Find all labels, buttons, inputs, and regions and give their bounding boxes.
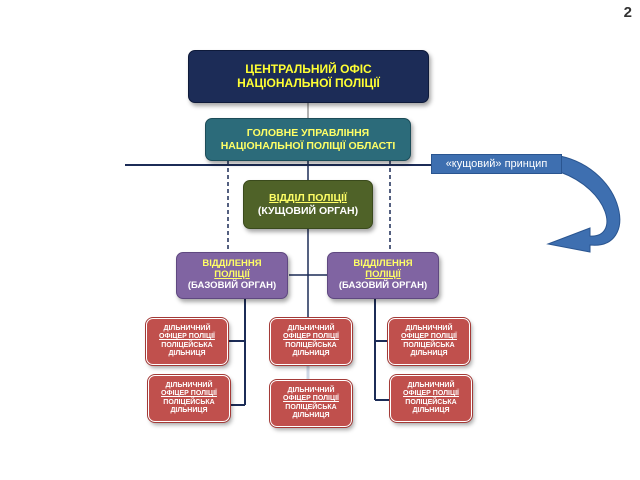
officer-line2: ОФІЦЕР ПОЛІЦІЇ	[403, 390, 459, 398]
police-department-box: ВІДДІЛ ПОЛІЦІЇ (КУЩОВИЙ ОРГАН)	[243, 180, 373, 229]
officer-line1: ДІЛЬНИЧНИЙ	[287, 387, 335, 395]
officer-line4: ДІЛЬНИЦЯ	[412, 406, 450, 414]
division-line3: (БАЗОВИЙ ОРГАН)	[338, 279, 428, 291]
division-line1: ВІДДІЛЕННЯ	[353, 258, 413, 270]
officer-line3: ПОЛІЦЕЙСЬКА	[403, 341, 455, 349]
central-office-box: ЦЕНТРАЛЬНИЙ ОФІС НАЦІОНАЛЬНОЇ ПОЛІЦІЇ	[188, 50, 429, 103]
officer-box: ДІЛЬНИЧНИЙ ОФІЦЕР ПОЛІЦІЇ ПОЛІЦЕЙСЬКА ДІ…	[387, 317, 471, 366]
officer-line1: ДІЛЬНИЧНИЙ	[407, 382, 455, 390]
officer-line3: ПОЛІЦЕЙСЬКА	[285, 341, 337, 349]
curved-arrow-icon	[546, 155, 621, 253]
bush-principle-label: «кущовий» принцип	[431, 154, 562, 174]
officer-box: ДІЛЬНИЧНИЙ ОФІЦЕР ПОЛІЦІЇ ПОЛІЦЕЙСЬКА ДІ…	[269, 317, 353, 366]
division-line2: ПОЛІЦІЇ	[365, 269, 401, 281]
officer-line2: ОФІЦЕР ПОЛІЦІЇ	[401, 333, 457, 341]
officer-box: ДІЛЬНИЧНИЙ ОФІЦЕР ПОЛІЦІЇ ПОЛІЦЕЙСЬКА ДІ…	[389, 374, 473, 423]
officer-line2: ОФІЦЕР ПОЛІЦІЇ	[283, 395, 339, 403]
officer-box: ДІЛЬНИЧНИЙ ОФІЦЕР ПОЛІЦІЇ ПОЛІЦЕЙСЬКА ДІ…	[145, 317, 229, 366]
officer-line2: ОФІЦЕР ПОЛІЦІЇ	[161, 390, 217, 398]
regional-line2: НАЦІОНАЛЬНОЇ ПОЛІЦІЇ ОБЛАСТІ	[220, 139, 396, 152]
police-department-line1: ВІДДІЛ ПОЛІЦІЇ	[269, 192, 347, 205]
officer-line3: ПОЛІЦЕЙСЬКА	[405, 398, 457, 406]
division-line3: (БАЗОВИЙ ОРГАН)	[187, 279, 277, 291]
officer-line3: ПОЛІЦЕЙСЬКА	[285, 403, 337, 411]
officer-line2: ОФІЦЕР ПОЛІЦІЇ	[283, 333, 339, 341]
police-division-box-right: ВІДДІЛЕННЯ ПОЛІЦІЇ (БАЗОВИЙ ОРГАН)	[327, 252, 439, 299]
police-division-box-left: ВІДДІЛЕННЯ ПОЛІЦІЇ (БАЗОВИЙ ОРГАН)	[176, 252, 288, 299]
officer-line4: ДІЛЬНИЦЯ	[168, 349, 206, 357]
division-line2: ПОЛІЦІЇ	[214, 269, 250, 281]
regional-department-box: ГОЛОВНЕ УПРАВЛІННЯ НАЦІОНАЛЬНОЇ ПОЛІЦІЇ …	[205, 118, 411, 161]
officer-line1: ДІЛЬНИЧНИЙ	[163, 325, 211, 333]
central-office-line1: ЦЕНТРАЛЬНИЙ ОФІС	[245, 61, 372, 76]
officer-box: ДІЛЬНИЧНИЙ ОФІЦЕР ПОЛІЦІЇ ПОЛІЦЕЙСЬКА ДІ…	[147, 374, 231, 423]
officer-box: ДІЛЬНИЧНИЙ ОФІЦЕР ПОЛІЦІЇ ПОЛІЦЕЙСЬКА ДІ…	[269, 379, 353, 428]
central-office-line2: НАЦІОНАЛЬНОЇ ПОЛІЦІЇ	[237, 75, 380, 90]
officer-line3: ПОЛІЦЕЙСЬКА	[161, 341, 213, 349]
division-line1: ВІДДІЛЕННЯ	[202, 258, 262, 270]
officer-line1: ДІЛЬНИЧНИЙ	[165, 382, 213, 390]
officer-line4: ДІЛЬНИЦЯ	[292, 411, 330, 419]
page-number: 2	[623, 4, 632, 21]
officer-line1: ДІЛЬНИЧНИЙ	[287, 325, 335, 333]
officer-line3: ПОЛІЦЕЙСЬКА	[163, 398, 215, 406]
officer-line2: ОФІЦЕР ПОЛІЦІЇ	[159, 333, 215, 341]
officer-line4: ДІЛЬНИЦЯ	[170, 406, 208, 414]
officer-line4: ДІЛЬНИЦЯ	[292, 349, 330, 357]
officer-line1: ДІЛЬНИЧНИЙ	[405, 325, 453, 333]
officer-line4: ДІЛЬНИЦЯ	[410, 349, 448, 357]
police-department-line2: (КУЩОВИЙ ОРГАН)	[257, 204, 359, 217]
regional-line1: ГОЛОВНЕ УПРАВЛІННЯ	[246, 127, 370, 140]
